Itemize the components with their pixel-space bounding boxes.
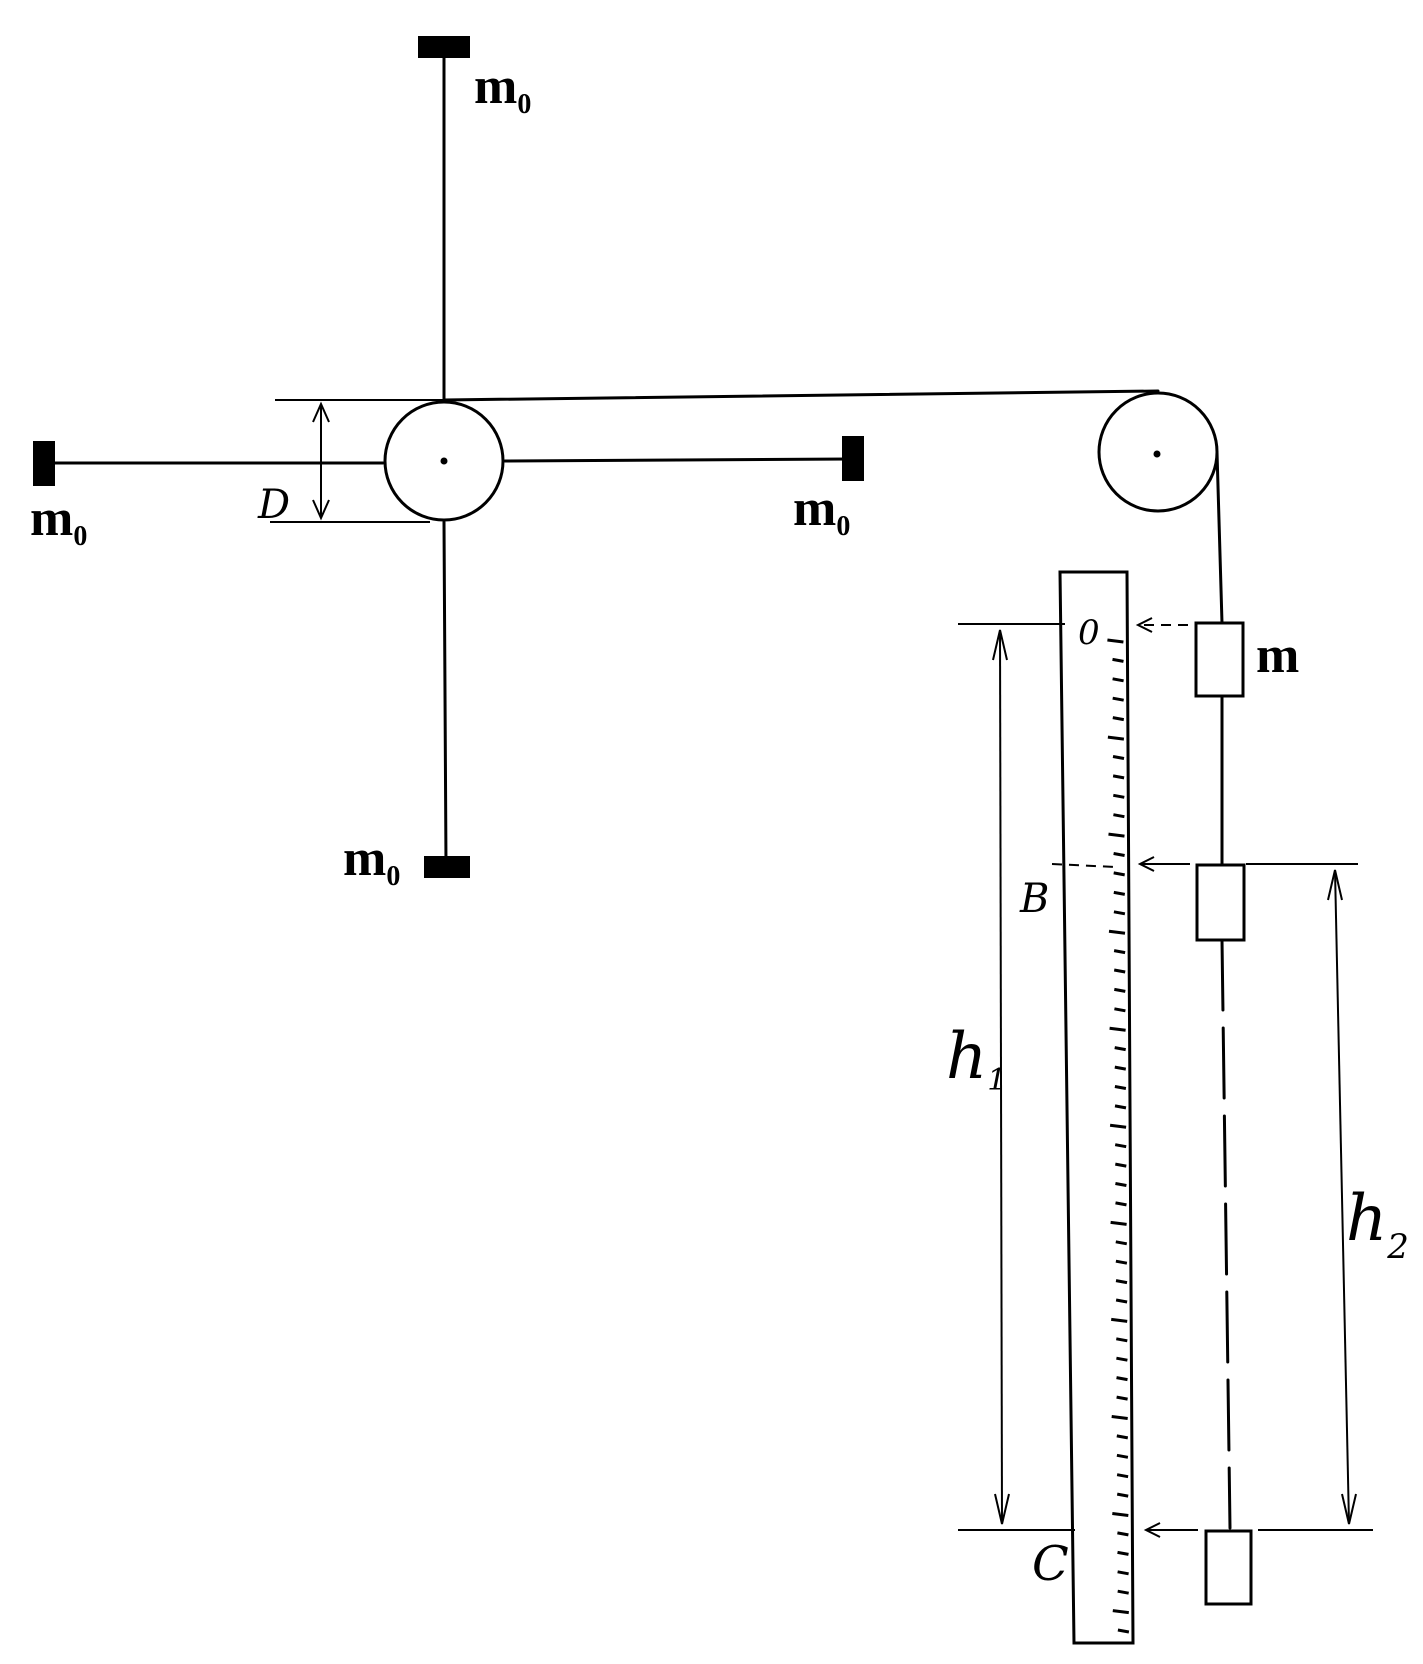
central-pulley-axle <box>440 457 448 465</box>
ruler-tick <box>1116 1376 1128 1382</box>
ruler-tick <box>1114 1007 1126 1013</box>
ruler-tick <box>1108 929 1126 935</box>
weight-m0-left <box>33 441 55 486</box>
diameter-arrow-top <box>312 401 330 423</box>
label-h1: h1 <box>946 1020 1006 1098</box>
h1-dimension-line <box>999 629 1003 1525</box>
ruler-tick <box>1107 638 1124 644</box>
ruler-tick <box>1111 1415 1128 1420</box>
ruler-tick <box>1113 793 1125 799</box>
ruler-tick <box>1113 968 1126 974</box>
label-diameter: D <box>257 482 290 528</box>
ruler-tick <box>1117 1589 1129 1595</box>
h1-arrow-top <box>992 629 1008 661</box>
ruler-tick <box>1114 1143 1127 1149</box>
label-m0-top: m0 <box>474 58 531 120</box>
hanging-mass-at-b <box>1195 863 1246 942</box>
ruler-tick <box>1114 1085 1127 1090</box>
ruler-tick <box>1117 1531 1129 1537</box>
rod-bottom <box>442 520 448 867</box>
string-horizontal <box>442 389 1160 402</box>
label-scale-zero: 0 <box>1078 613 1100 653</box>
ruler-tick <box>1116 1434 1129 1440</box>
ruler-tick <box>1117 1570 1129 1576</box>
label-point-c: C <box>1032 1536 1069 1592</box>
pointer-arrow-b <box>1137 856 1155 872</box>
hanging-mass-start <box>1194 621 1245 698</box>
ruler-tick <box>1112 716 1125 722</box>
label-hanging-mass: m <box>1256 627 1299 684</box>
ruler-tick <box>1113 871 1125 877</box>
h2-arrow-bottom <box>1341 1493 1357 1525</box>
label-point-b: B <box>1019 876 1049 922</box>
ruler-tick <box>1112 755 1125 760</box>
label-m0-right: m0 <box>793 480 850 542</box>
h2-arrow-top <box>1327 869 1343 901</box>
label-m0-bottom: m0 <box>343 830 400 892</box>
ruler-tick <box>1115 1201 1127 1207</box>
ruler-tick <box>1113 813 1125 819</box>
central-pulley <box>383 400 505 522</box>
ruler-tick <box>1114 1065 1127 1071</box>
ruler-tick <box>1113 910 1126 916</box>
ruler-tick <box>1112 657 1124 663</box>
pointer-arrow-c <box>1143 1522 1161 1538</box>
ruler-tick <box>1109 1026 1126 1032</box>
ruler-tick <box>1116 1356 1128 1362</box>
right-pulley-axle <box>1153 450 1161 458</box>
ruler-tick <box>1116 1492 1129 1498</box>
ruler-tick <box>1116 1453 1129 1459</box>
ruler-tick <box>1108 832 1125 838</box>
ruler-tick <box>1112 1512 1129 1517</box>
pointer-arrow-start <box>1135 617 1153 633</box>
ruler-tick <box>1107 735 1125 741</box>
b-reference-line <box>1051 863 1116 868</box>
ruler-tick <box>1117 1628 1130 1634</box>
ruler-tick <box>1110 1220 1127 1226</box>
ruler-tick <box>1112 1609 1129 1615</box>
ruler-ticks <box>1107 638 1130 1634</box>
ruler-tick <box>1114 1046 1126 1052</box>
ruler-tick <box>1116 1395 1128 1401</box>
hanging-mass-at-c <box>1204 1529 1253 1606</box>
ruler-tick <box>1115 1279 1128 1285</box>
h1-arrow-bottom <box>994 1493 1010 1525</box>
string-vertical <box>1215 450 1224 625</box>
ruler-tick <box>1117 1550 1129 1556</box>
ruler-tick <box>1115 1259 1128 1265</box>
ruler-tick <box>1115 1298 1128 1304</box>
ruler-tick <box>1111 1317 1128 1323</box>
ruler-tick <box>1113 852 1125 857</box>
rod-right <box>503 457 852 463</box>
ruler-tick <box>1116 1337 1128 1343</box>
ruler-tick <box>1114 1104 1127 1110</box>
ruler-tick <box>1109 1123 1127 1129</box>
ruler-tick <box>1114 987 1126 993</box>
ruler-tick <box>1113 890 1126 896</box>
weight-m0-bottom <box>424 856 470 878</box>
ruler-tick <box>1115 1162 1127 1168</box>
ruler-tick <box>1115 1182 1127 1187</box>
label-h2: h2 <box>1346 1182 1409 1267</box>
ruler-tick <box>1112 774 1125 780</box>
diameter-arrow-bottom <box>312 499 330 521</box>
weight-m0-top <box>418 36 470 58</box>
ruler-tick <box>1115 1240 1128 1246</box>
h2-dimension-line <box>1334 869 1350 1525</box>
ruler <box>1058 570 1135 1645</box>
ruler-tick <box>1112 677 1124 683</box>
ruler-tick <box>1112 696 1124 702</box>
weight-m0-right <box>842 436 864 481</box>
label-m0-left: m0 <box>30 490 87 552</box>
ruler-tick <box>1113 949 1126 955</box>
ruler-tick <box>1116 1473 1129 1479</box>
string-dashed-path <box>1220 938 1232 1530</box>
